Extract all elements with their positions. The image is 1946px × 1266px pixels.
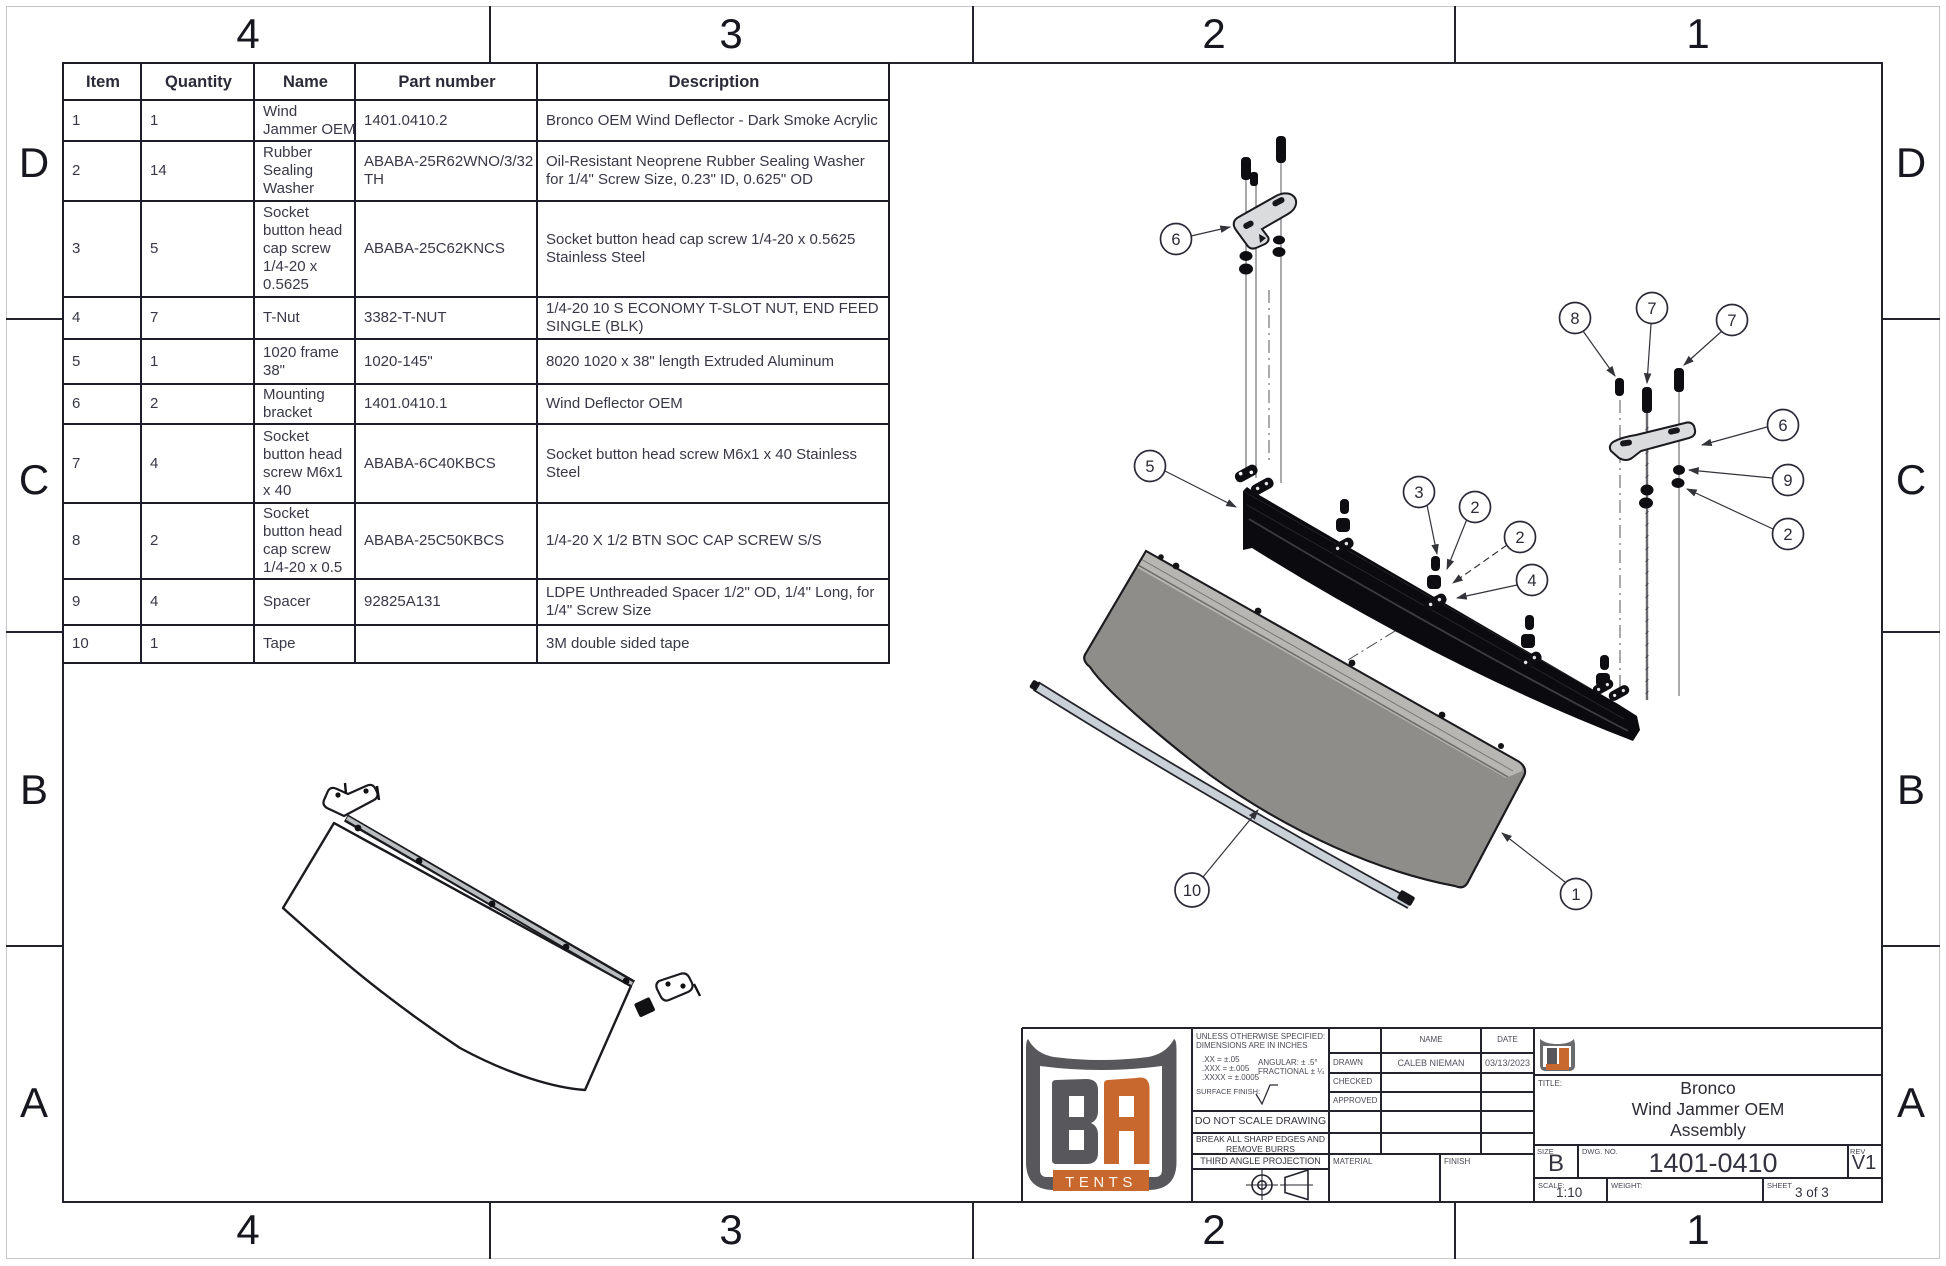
- svg-text:3: 3: [1414, 484, 1423, 502]
- svg-text:6: 6: [1778, 417, 1787, 435]
- svg-text:1: 1: [1571, 886, 1580, 904]
- svg-text:7: 7: [1647, 300, 1656, 318]
- svg-text:6: 6: [1171, 231, 1180, 249]
- svg-text:9: 9: [1783, 472, 1792, 490]
- svg-text:7: 7: [1727, 312, 1736, 330]
- svg-text:4: 4: [1527, 572, 1536, 590]
- svg-text:8: 8: [1570, 310, 1579, 328]
- svg-text:5: 5: [1145, 458, 1154, 476]
- svg-text:2: 2: [1470, 499, 1479, 517]
- svg-text:TENTS: TENTS: [1065, 1174, 1137, 1191]
- svg-text:10: 10: [1183, 882, 1201, 900]
- svg-text:2: 2: [1783, 526, 1792, 544]
- svg-text:2: 2: [1515, 529, 1524, 547]
